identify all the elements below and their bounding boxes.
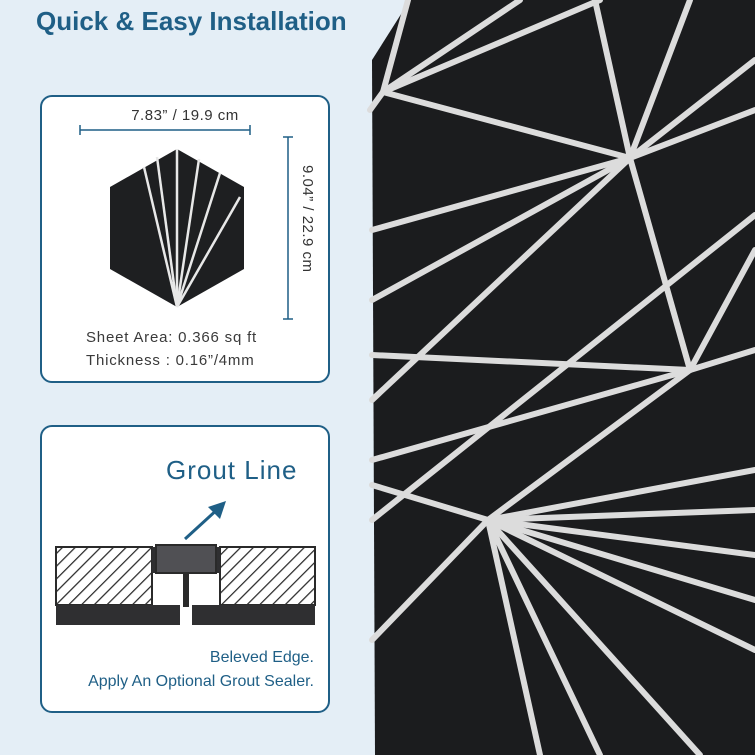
page-title: Quick & Easy Installation <box>36 6 347 36</box>
dimension-diagram <box>79 125 293 320</box>
width-label: 7.83” / 19.9 cm <box>131 107 239 124</box>
grout-sealer-caption: Apply An Optional Grout Sealer. <box>88 673 314 690</box>
beveled-edge-caption: Beleved Edge. <box>209 649 314 666</box>
grout-line-card: Grout Line Beleved Edge. Apply An Option… <box>40 425 330 713</box>
arrow-up-right-icon <box>183 501 226 541</box>
grout-block <box>155 544 217 574</box>
tile-size-card: 7.83” / 19.9 cm 9.04” / 22.9 cm Sheet Ar… <box>40 95 330 383</box>
sheet-area-text: Sheet Area: 0.366 sq ft <box>86 329 258 346</box>
thickness-text: Thickness : 0.16”/4mm <box>86 352 255 369</box>
height-label: 9.04” / 22.9 cm <box>299 165 316 273</box>
hexagon-tile-icon <box>110 149 244 308</box>
grout-cross-section-diagram <box>55 501 316 625</box>
grout-line-title: Grout Line <box>166 455 298 485</box>
